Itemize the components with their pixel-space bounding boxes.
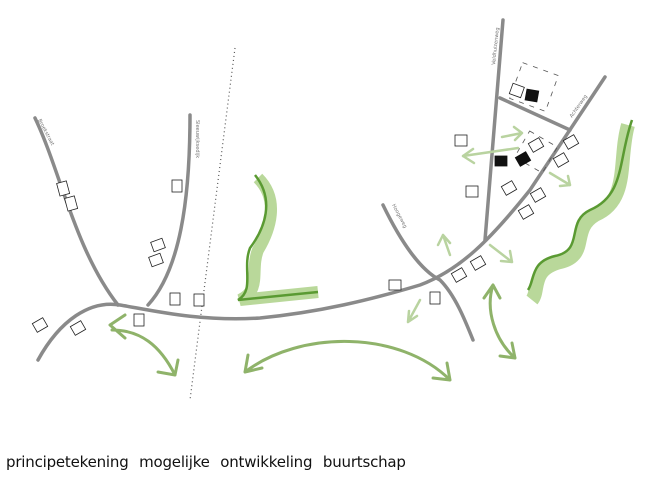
development-arrows (108, 125, 572, 382)
road-broekstraat (33, 116, 120, 307)
houses (31, 82, 580, 336)
main-road (36, 75, 607, 362)
road-sleeuwijksedijk (146, 113, 192, 307)
plot-outline (514, 130, 558, 174)
road-label: Sleeuwijksedijk (194, 120, 200, 158)
road-veldhuizenweg (483, 18, 505, 242)
diagram-caption: principetekening mogelijke ontwikkeling … (6, 453, 406, 471)
plot-outline (509, 62, 559, 112)
side-road (498, 96, 572, 132)
green-zone-edge (237, 174, 319, 302)
green-zone (525, 123, 635, 305)
road-label: Veldhuizenweg (491, 27, 501, 65)
green-zone (236, 173, 319, 306)
railway-line (189, 47, 236, 401)
road-hoogeweg (381, 203, 475, 342)
green-zone-edge (526, 119, 634, 291)
